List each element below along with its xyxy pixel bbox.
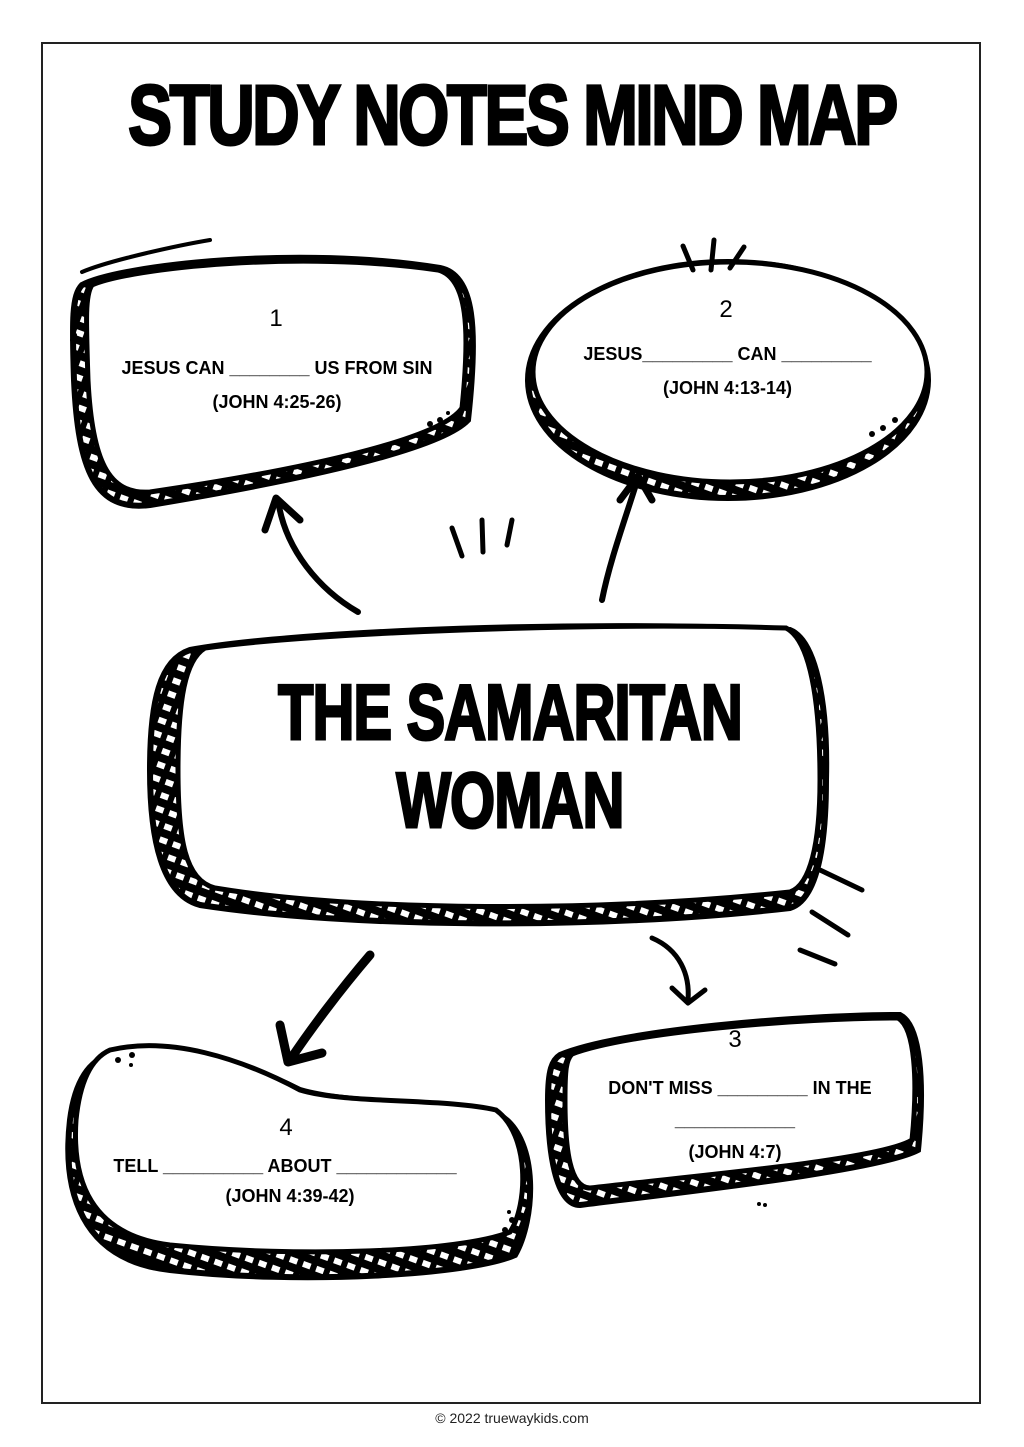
center-topic: THE SAMARITAN WOMAN <box>273 667 747 846</box>
page-border <box>41 42 981 1404</box>
center-topic-line-2: WOMAN <box>395 755 625 846</box>
copyright-footer: © 2022 truewaykids.com <box>435 1410 589 1426</box>
node-3-reference: (JOHN 4:7) <box>688 1142 782 1162</box>
node-1-shape <box>69 238 476 509</box>
node-1-number: 1 <box>269 305 283 332</box>
arrow-to-node-3 <box>649 935 708 1006</box>
node-2-shape <box>525 237 931 501</box>
node-2-reference: (JOHN 4:13-14) <box>662 378 793 398</box>
arrow-to-node-4 <box>275 950 375 1067</box>
node-1-reference: (JOHN 4:25-26) <box>212 392 342 412</box>
center-topic-line-1: THE SAMARITAN <box>277 667 744 758</box>
center-topic-shape <box>146 517 865 967</box>
arrow-to-node-2 <box>599 472 656 603</box>
node-1-prompt: JESUS CAN ________ US FROM SIN <box>121 358 433 378</box>
node-3-prompt: DON'T MISS _________ IN THE <box>608 1078 872 1098</box>
node-3-shape <box>544 1011 924 1209</box>
node-4-prompt: TELL __________ ABOUT ____________ <box>113 1156 457 1176</box>
arrow-to-node-1 <box>261 494 361 615</box>
node-4-number: 4 <box>279 1114 293 1141</box>
node-3-prompt-line-2: ____________ <box>674 1110 796 1130</box>
node-2-prompt: JESUS_________ CAN _________ <box>583 344 872 364</box>
node-4-shape <box>65 1043 534 1281</box>
page-title: STUDY NOTES MIND MAP <box>127 68 899 162</box>
node-4-reference: (JOHN 4:39-42) <box>225 1186 355 1206</box>
node-2-number: 2 <box>719 296 733 323</box>
node-3-number: 3 <box>728 1026 742 1053</box>
